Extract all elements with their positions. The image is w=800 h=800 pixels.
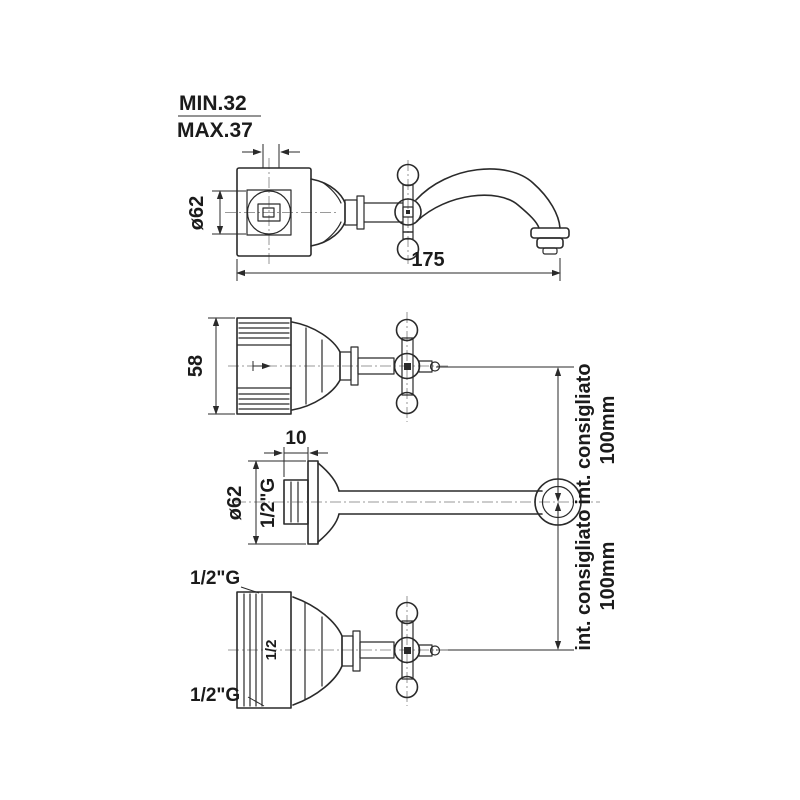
nipple-length-label: 10: [285, 428, 306, 449]
escutcheon-bell: [310, 178, 403, 247]
view-valve-top: 1/2 1/2"G 1/2"G: [190, 568, 448, 709]
max-depth-label: MAX.37: [177, 119, 253, 142]
spout-length-label: 175: [411, 249, 444, 271]
wall-plate: [236, 167, 312, 257]
aerator-body: [536, 237, 564, 249]
dim-plate-diameter: ø62: [186, 190, 246, 235]
dim-spout-length: 175: [236, 249, 561, 281]
flange: [307, 460, 319, 545]
aerator-flange: [530, 227, 570, 239]
cross-handle-top: [393, 601, 441, 699]
valve-thread-top-label: 1/2"G: [190, 568, 240, 589]
spout-thread-label: 1/2"G: [258, 478, 279, 528]
flow-direction-arrow: [252, 361, 271, 371]
aerator-tip: [542, 247, 558, 255]
valve-body: 1/2: [236, 591, 292, 709]
spout-curve: [415, 168, 570, 255]
dim-valve-height: 58: [185, 317, 235, 415]
valve-thread-labels: 1/2"G 1/2"G: [190, 568, 265, 707]
valve-thread-bottom-label: 1/2"G: [190, 685, 240, 706]
min-depth-label: MIN.32: [179, 92, 247, 115]
upper-distance-note: int. consigliato: [573, 363, 595, 504]
cross-handle-side: [393, 318, 441, 415]
valve-body: [236, 317, 292, 415]
lower-distance-value: 100mm: [597, 542, 619, 611]
dim-wall-depth: MIN.32 MAX.37: [177, 92, 300, 168]
view-valve-side: [228, 312, 448, 422]
dim-recommended-distances: int. consigliato 100mm int. consigliato …: [436, 363, 619, 651]
dim-flange-diameter: ø62: [224, 460, 306, 545]
cross-handle-side: [394, 163, 422, 261]
lower-distance-note: int. consigliato: [573, 509, 595, 650]
flange-diameter-label: ø62: [224, 486, 246, 520]
view-spout-top: 10 ø62 1/2"G: [224, 428, 600, 545]
spout-top-body: [283, 460, 582, 545]
upper-distance-value: 100mm: [597, 396, 619, 465]
valve-body-size-label: 1/2: [263, 640, 280, 661]
plate-diameter-label: ø62: [186, 196, 208, 230]
view-spout-side: [225, 158, 570, 267]
escutcheon-bell: [292, 596, 395, 706]
valve-height-label: 58: [185, 355, 207, 377]
